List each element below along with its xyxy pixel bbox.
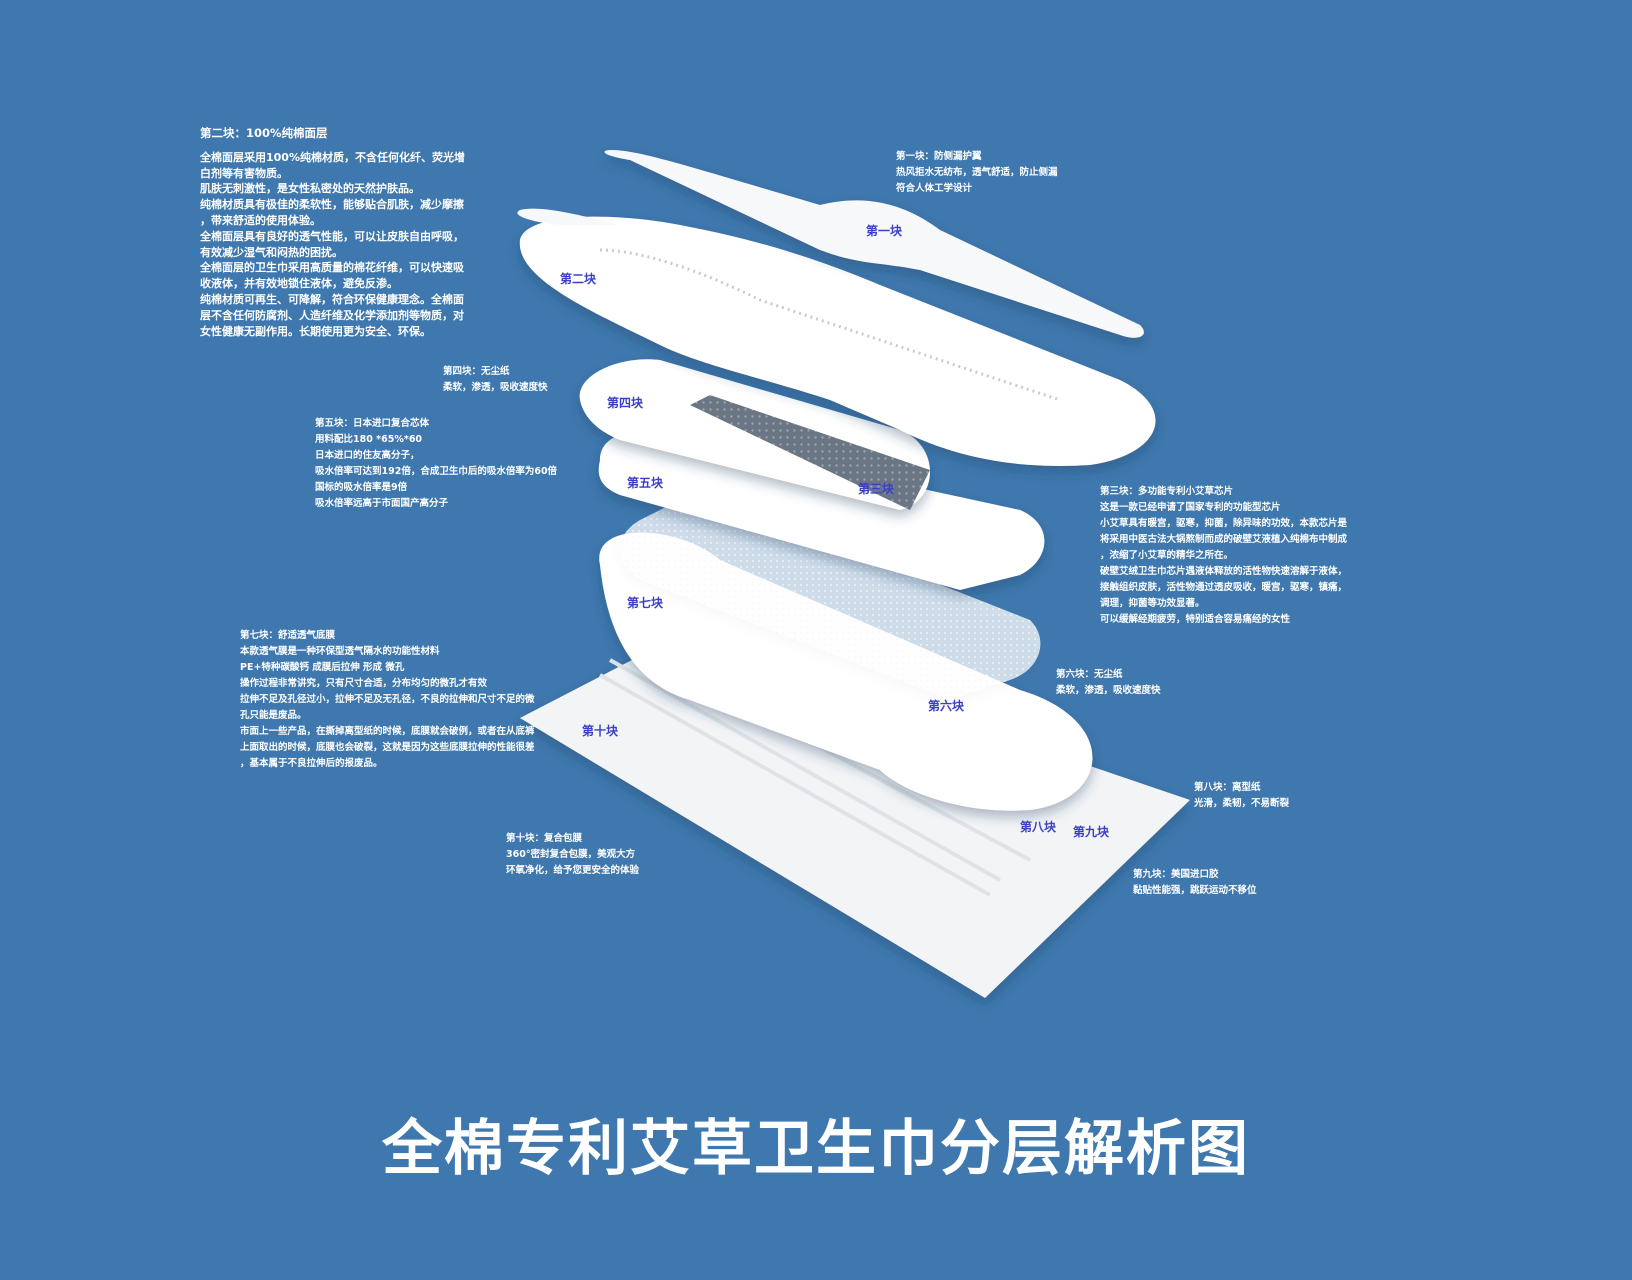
layer-label-6: 第六块 bbox=[928, 699, 965, 713]
text-line: 第一块：防侧漏护翼 bbox=[896, 151, 982, 162]
layer-10-wrap bbox=[520, 630, 1190, 998]
block-1-description: 第一块：防侧漏护翼 热风拒水无纺布，透气舒适，防止侧漏 符合人体工学设计 bbox=[896, 149, 1058, 197]
layer-3-herbal-chip bbox=[690, 395, 930, 510]
text-line: 吸水倍率可达到192倍，合成卫生巾后的吸水倍率为60倍 bbox=[315, 466, 558, 477]
text-line: 第四块：无尘纸 bbox=[443, 366, 510, 377]
text-line: 全棉面层采用100%纯棉材质，不含任何化纤、荧光增 bbox=[200, 150, 465, 164]
text-line: 第十块：复合包膜 bbox=[506, 833, 583, 844]
text-line: 柔软，渗透，吸收速度快 bbox=[443, 382, 548, 393]
text-line: 层不含任何防腐剂、人造纤维及化学添加剂等物质，对 bbox=[200, 308, 464, 322]
text-line: 操作过程非常讲究，只有尺寸合适，分布均匀的微孔才有效 bbox=[240, 678, 488, 689]
text-line: 孔只能是废品。 bbox=[240, 710, 307, 721]
text-line: 符合人体工学设计 bbox=[896, 183, 973, 194]
text-line: 日本进口的住友高分子， bbox=[315, 450, 420, 461]
text-line: 拉伸不足及孔径过小，拉伸不足及无孔径，不良的拉伸和尺寸不足的微 bbox=[240, 694, 535, 705]
layer-label-9: 第九块 bbox=[1073, 825, 1110, 839]
text-line: 将采用中医古法大锅熬制而成的破壁艾液植入纯棉布中制成 bbox=[1100, 534, 1348, 545]
text-line: PE+特种碳酸钙 成膜后拉伸 形成 微孔 bbox=[240, 662, 405, 673]
block-10-description: 第十块：复合包膜 360°密封复合包膜，美观大方 环氧净化，给予您更安全的体验 bbox=[506, 831, 639, 879]
text-line: ，浓缩了小艾草的精华之所在。 bbox=[1100, 550, 1234, 561]
text-line: ，带来舒适的使用体验。 bbox=[200, 213, 321, 227]
layer-1-wings bbox=[604, 150, 1144, 338]
text-line: 小艾草具有暖宫，驱寒，抑菌，除异味的功效，本款芯片是 bbox=[1100, 518, 1348, 529]
text-line: 肌肤无刺激性，是女性私密处的天然护肤品。 bbox=[200, 182, 420, 196]
text-line: 收液体，并有效地锁住液体，避免反渗。 bbox=[200, 277, 398, 291]
text-line: 第六块：无尘纸 bbox=[1056, 669, 1123, 680]
text-line: 接触组织皮肤，活性物通过透皮吸收，暖宫，驱寒，镇痛， bbox=[1100, 582, 1348, 593]
text-line: 国标的吸水倍率是9倍 bbox=[315, 482, 408, 493]
layer-label-5: 第五块 bbox=[627, 476, 664, 490]
text-line: 环氧净化，给予您更安全的体验 bbox=[506, 865, 640, 876]
text-line: 全棉面层的卫生巾采用高质量的棉花纤维，可以快速吸 bbox=[200, 261, 464, 275]
text-line: 上面取出的时候，底膜也会破裂，这就是因为这些底膜拉伸的性能很差 bbox=[240, 742, 535, 753]
layer-5-core bbox=[598, 430, 1045, 590]
block-3-description: 第三块：多功能专利小艾草芯片 这是一款已经申请了国家专利的功能型芯片 小艾草具有… bbox=[1100, 484, 1347, 628]
layer-label-3: 第三块 bbox=[858, 482, 895, 496]
text-line: 第八块：离型纸 bbox=[1194, 782, 1261, 793]
layer-label-1: 第一块 bbox=[866, 224, 903, 238]
text-line: 这是一款已经申请了国家专利的功能型芯片 bbox=[1100, 502, 1281, 513]
text-line: 纯棉材质可再生、可降解，符合环保健康理念。全棉面 bbox=[200, 292, 464, 306]
text-line: 热风拒水无纺布，透气舒适，防止侧漏 bbox=[896, 167, 1058, 178]
layer-label-4: 第四块 bbox=[607, 396, 644, 410]
text-line: 第三块：多功能专利小艾草芯片 bbox=[1100, 486, 1234, 497]
text-line: 白剂等有害物质。 bbox=[200, 166, 288, 180]
text-line: 有效减少湿气和闷热的困扰。 bbox=[200, 245, 343, 259]
text-line: 光滑，柔韧，不易断裂 bbox=[1194, 798, 1290, 809]
layer-label-2: 第二块 bbox=[560, 272, 597, 286]
text-line: 可以缓解经期疲劳，特别适合容易痛经的女性 bbox=[1100, 614, 1291, 625]
layer-label-10: 第十块 bbox=[582, 724, 619, 738]
text-line: 全棉面层具有良好的透气性能，可以让皮肤自由呼吸， bbox=[200, 229, 464, 243]
block-9-description: 第九块：美国进口胶 黏贴性能强，跳跃运动不移位 bbox=[1133, 867, 1257, 899]
text-line: 女性健康无副作用。长期使用更为安全、环保。 bbox=[200, 324, 431, 338]
block-8-description: 第八块：离型纸 光滑，柔韧，不易断裂 bbox=[1194, 780, 1289, 812]
text-line: 柔软，渗透，吸收速度快 bbox=[1056, 685, 1161, 696]
text-line: 纯棉材质具有极佳的柔软性，能够贴合肌肤，减少摩擦 bbox=[200, 198, 464, 212]
text-line: 第九块：美国进口胶 bbox=[1133, 869, 1219, 880]
layer-label-8: 第八块 bbox=[1020, 820, 1057, 834]
text-line: 本款透气膜是一种环保型透气隔水的功能性材料 bbox=[240, 646, 440, 657]
block-2-description: 第二块：100%纯棉面层 全棉面层采用100%纯棉材质，不含任何化纤、荧光增 白… bbox=[200, 126, 465, 339]
block-2-heading: 第二块：100%纯棉面层 bbox=[200, 126, 328, 140]
block-6-description: 第六块：无尘纸 柔软，渗透，吸收速度快 bbox=[1056, 667, 1161, 699]
text-line: 360°密封复合包膜，美观大方 bbox=[506, 849, 636, 860]
text-line: 市面上一些产品，在撕掉离型纸的时候，底膜就会破例，或者在从底裤 bbox=[240, 726, 535, 737]
text-line: 第七块：舒适透气底膜 bbox=[240, 630, 336, 641]
layer-2-cotton-topsheet bbox=[519, 216, 1156, 466]
block-5-description: 第五块：日本进口复合芯体 用料配比180 *65%*60 日本进口的住友高分子，… bbox=[315, 416, 557, 512]
text-line: 第五块：日本进口复合芯体 bbox=[315, 418, 430, 429]
layer-label-7: 第七块 bbox=[627, 596, 664, 610]
text-line: 调理，抑菌等功效显著。 bbox=[1100, 598, 1205, 609]
text-line: 用料配比180 *65%*60 bbox=[315, 434, 423, 445]
text-line: 吸水倍率远高于市面国产高分子 bbox=[315, 498, 449, 509]
text-line: 破壁艾绒卫生巾芯片遇液体释放的活性物快速溶解于液体， bbox=[1100, 566, 1348, 577]
block-4-description: 第四块：无尘纸 柔软，渗透，吸收速度快 bbox=[443, 364, 548, 396]
block-7-description: 第七块：舒适透气底膜 本款透气膜是一种环保型透气隔水的功能性材料 PE+特种碳酸… bbox=[240, 628, 535, 772]
text-line: 黏贴性能强，跳跃运动不移位 bbox=[1133, 885, 1257, 896]
text-line: ，基本属于不良拉伸后的报废品。 bbox=[240, 758, 383, 769]
page-title: 全棉专利艾草卫生巾分层解析图 bbox=[382, 1114, 1250, 1184]
